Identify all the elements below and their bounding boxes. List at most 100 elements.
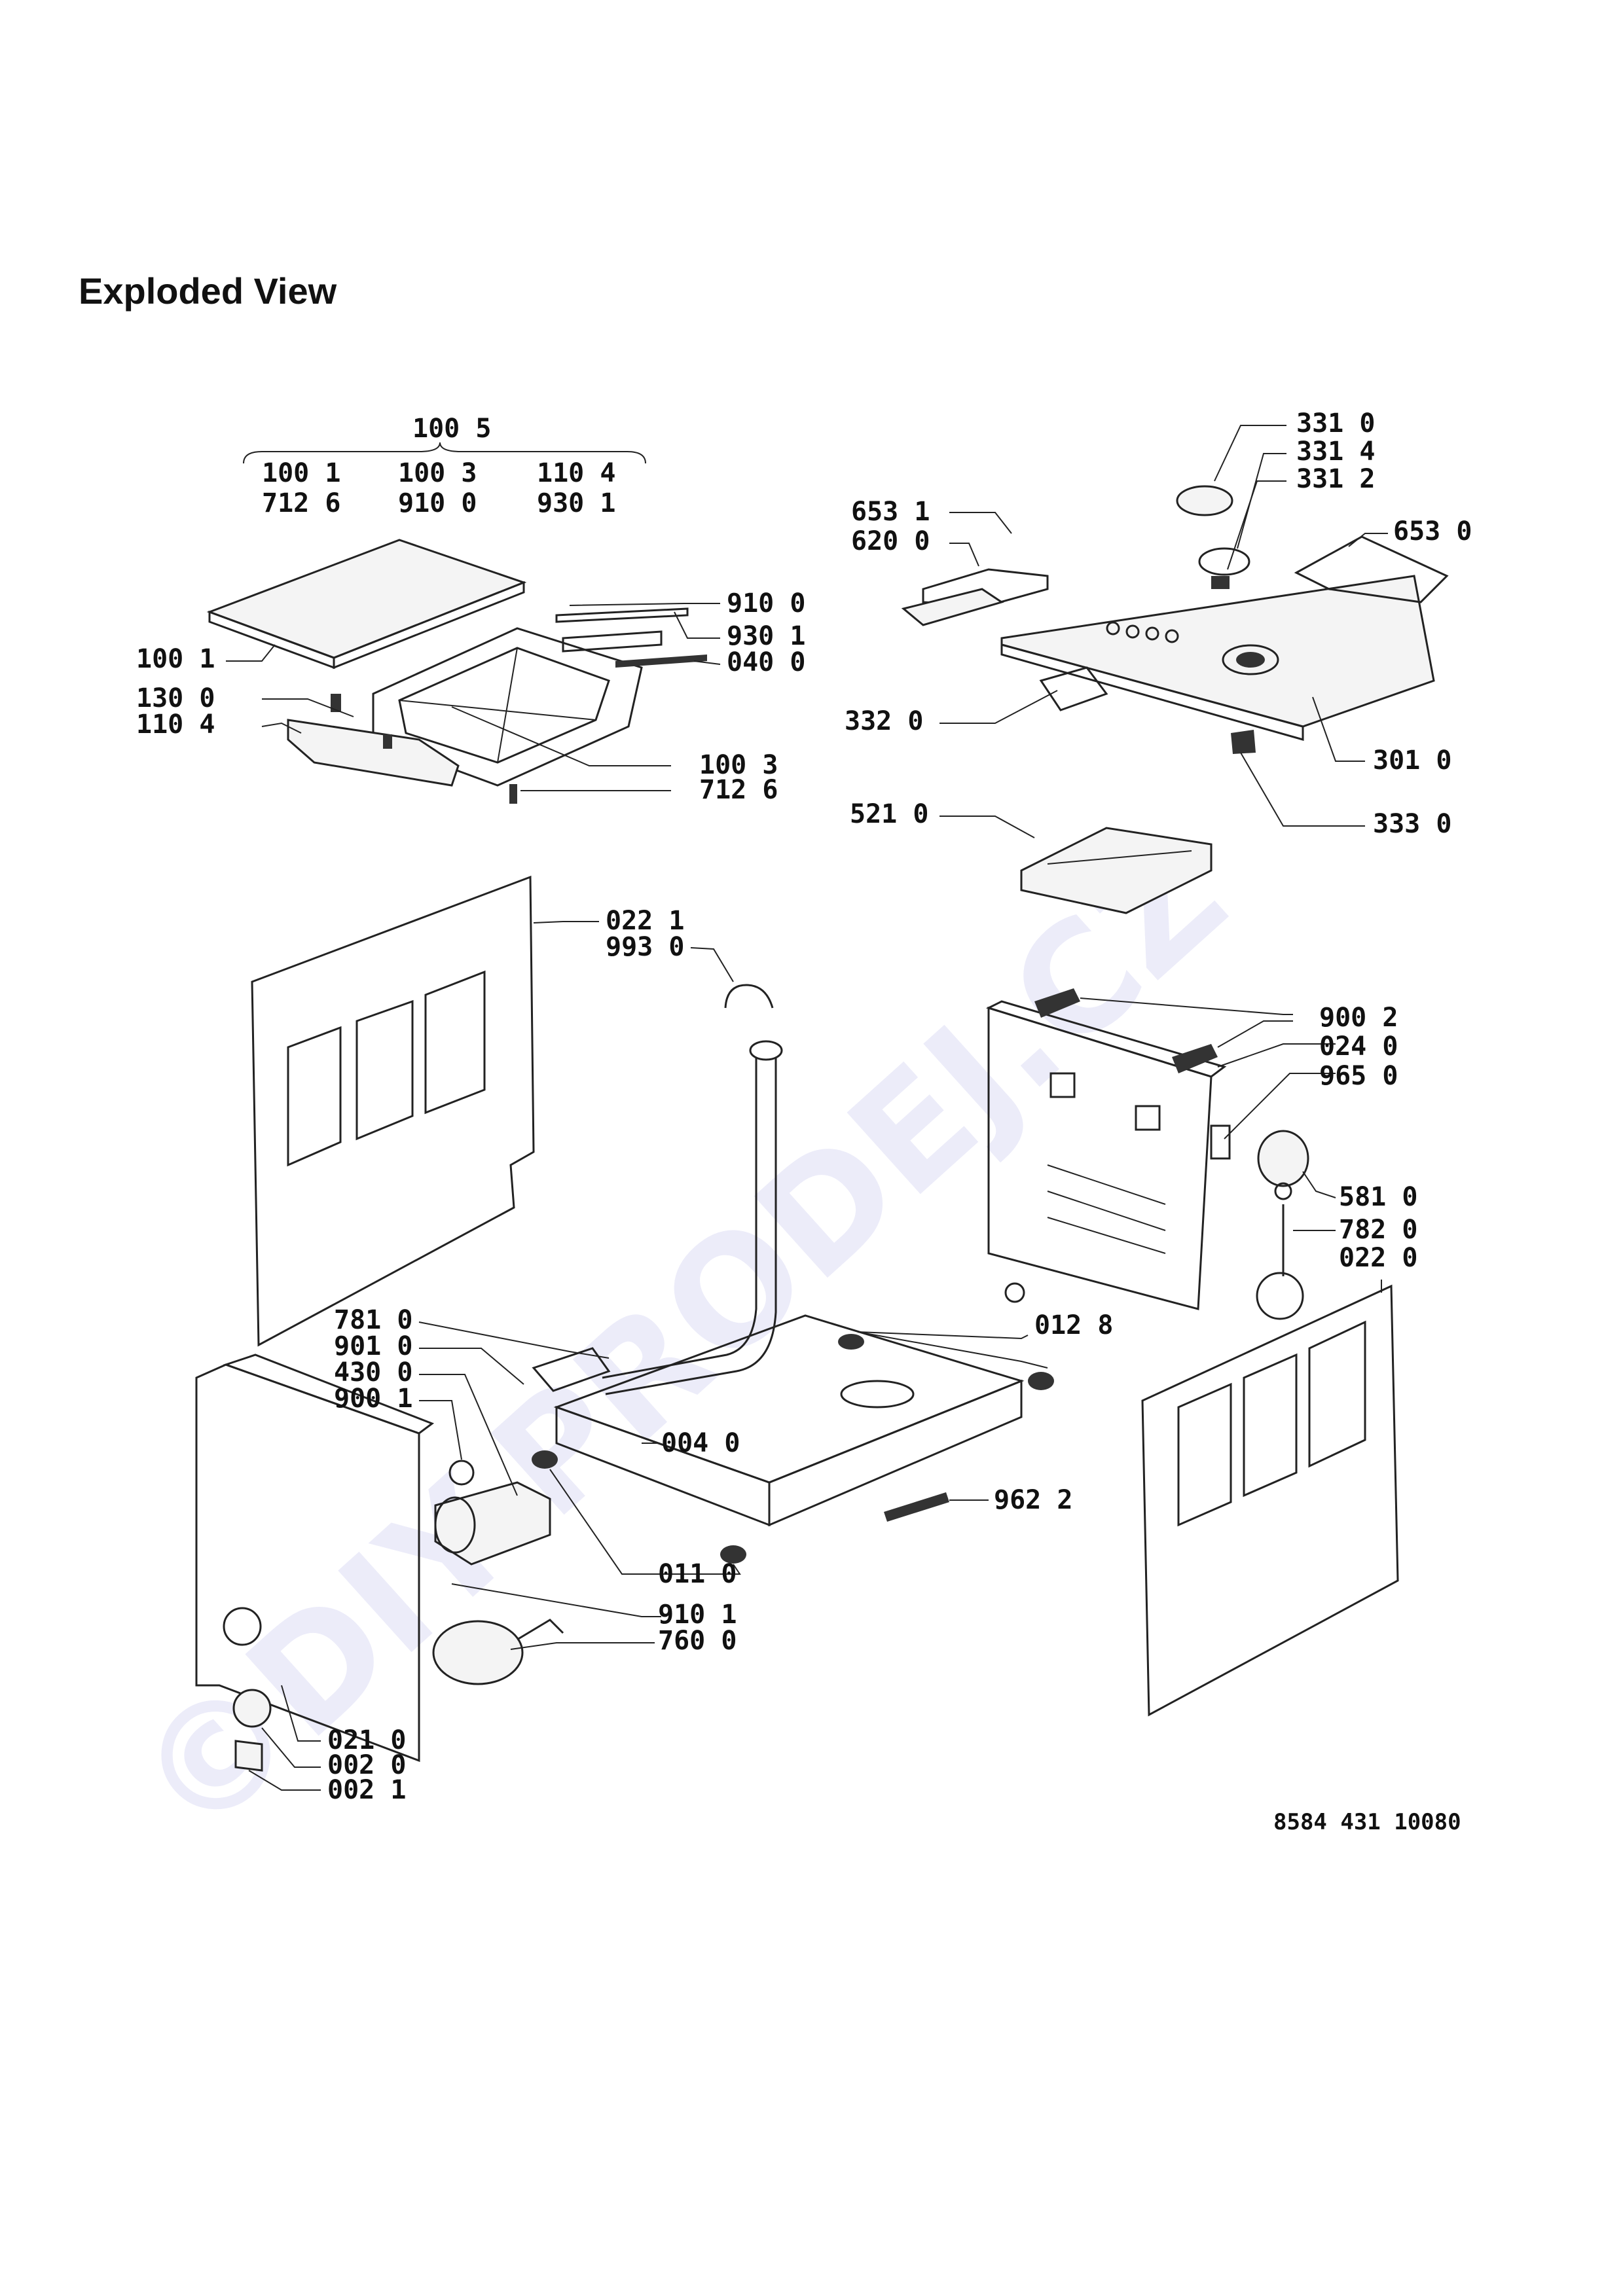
hose-clamp <box>532 1347 611 1392</box>
control-panel-base <box>1000 643 1304 741</box>
strip <box>884 1492 949 1522</box>
kit-item: 910 0 <box>398 488 477 518</box>
pump-hose-end <box>517 1619 564 1641</box>
strip <box>562 630 663 653</box>
part-label: 004 0 <box>661 1428 740 1458</box>
part-label: 900 1 <box>334 1384 412 1414</box>
panel-recess <box>1177 1382 1232 1527</box>
part-label: 022 1 <box>606 906 684 936</box>
filter-opening <box>223 1607 262 1646</box>
filter-cap <box>232 1689 272 1728</box>
foot <box>838 1334 864 1350</box>
latch <box>383 734 392 749</box>
part-label: 962 2 <box>994 1485 1072 1515</box>
panel-recess <box>1243 1353 1298 1498</box>
hose-pipe <box>602 1057 757 1379</box>
part-label: 022 0 <box>1339 1243 1417 1273</box>
panel-recess <box>287 1026 342 1167</box>
part-label: 712 6 <box>699 775 778 805</box>
part-label: 331 2 <box>1296 464 1375 494</box>
part-label: 993 0 <box>606 932 684 962</box>
part-label: 782 0 <box>1339 1215 1417 1245</box>
kit-item: 712 6 <box>262 488 340 518</box>
front-panel-assembly: 781 0 901 0 430 0 900 1 910 1 760 0 021 … <box>195 1305 737 1805</box>
part-label: 040 0 <box>727 647 805 677</box>
part-label: 653 1 <box>851 497 930 527</box>
panel-recess <box>1308 1320 1366 1468</box>
panel-recess <box>424 970 486 1115</box>
part-label: 900 2 <box>1319 1003 1398 1033</box>
pcb-cover <box>922 568 1049 607</box>
bracket-right <box>1294 535 1449 603</box>
part-label: 100 1 <box>136 644 215 674</box>
kit-item: 110 4 <box>537 458 615 488</box>
panel-cutout <box>1049 1072 1076 1098</box>
front-panel-top <box>223 1354 435 1435</box>
knob-dial <box>1198 547 1250 576</box>
pin <box>509 784 517 804</box>
part-label: 910 0 <box>727 588 805 619</box>
kit-item: 100 1 <box>262 458 340 488</box>
drawing-number: 8584 431 10080 <box>1273 1809 1461 1835</box>
control-panel-fascia <box>1000 575 1435 728</box>
switch-block <box>1039 666 1108 711</box>
drain-hose: 993 0 <box>602 932 783 1395</box>
part-label: 965 0 <box>1319 1061 1398 1091</box>
part-label: 521 0 <box>850 799 928 829</box>
part-label: 011 0 <box>658 1559 737 1589</box>
kit-item: 930 1 <box>537 488 615 518</box>
part-label: 901 0 <box>334 1331 412 1361</box>
indicator <box>1125 624 1140 639</box>
top-frame-opening <box>398 647 610 764</box>
part-label: 910 1 <box>658 1600 737 1630</box>
top-cover-assembly: 910 0 930 1 040 0 100 1 130 0 110 4 100 … <box>136 539 805 805</box>
knob-hub <box>1236 652 1265 668</box>
pump-inlet <box>434 1496 476 1554</box>
part-label: 130 0 <box>136 683 215 713</box>
kit-group: 100 5 100 1 100 3 110 4 712 6 910 0 930 … <box>243 414 646 518</box>
kit-header: 100 5 <box>412 414 491 444</box>
knob-insert <box>1211 576 1230 589</box>
part-label: 332 0 <box>845 706 923 736</box>
hinge <box>331 694 341 712</box>
foot <box>532 1450 558 1469</box>
washer <box>1274 1182 1292 1200</box>
left-side-panel: 022 1 <box>251 875 684 1347</box>
right-side-panel <box>1141 1284 1399 1717</box>
foot <box>720 1545 746 1564</box>
indicator <box>1145 626 1159 641</box>
indicator <box>1165 629 1179 643</box>
part-label: 581 0 <box>1339 1182 1417 1212</box>
drain-pump <box>434 1481 551 1566</box>
foot <box>1028 1372 1054 1390</box>
part-label: 002 1 <box>327 1775 406 1805</box>
part-label: 100 3 <box>699 750 778 780</box>
back-panel: 900 2 024 0 965 0 581 0 782 0 022 0 <box>985 988 1417 1320</box>
part-label: 331 0 <box>1296 408 1375 439</box>
page-title: Exploded View <box>79 270 337 312</box>
strip <box>615 655 707 668</box>
indicator <box>1106 621 1120 636</box>
hose-pipe <box>605 1057 777 1395</box>
hose-bend <box>724 984 774 1009</box>
valve <box>1034 988 1080 1018</box>
electronic-board <box>1020 827 1213 914</box>
base-opening <box>840 1380 915 1408</box>
pressure-switch <box>1257 1130 1309 1187</box>
front-trim <box>287 719 460 787</box>
side-panel-left <box>251 875 535 1347</box>
part-label: 653 0 <box>1393 516 1472 547</box>
clip <box>234 1740 263 1772</box>
part-label: 760 0 <box>658 1626 737 1656</box>
hose-end <box>749 1040 783 1061</box>
part-label: 333 0 <box>1373 809 1451 839</box>
part-label: 930 1 <box>727 621 805 651</box>
seal <box>448 1460 475 1486</box>
filter <box>1210 1124 1231 1160</box>
hose-hole <box>1004 1282 1025 1303</box>
strip <box>555 607 689 623</box>
panel-cutout <box>1135 1105 1161 1131</box>
base-frame: 012 8 004 0 962 2 011 0 <box>532 1310 1113 1589</box>
clip <box>1231 730 1256 754</box>
